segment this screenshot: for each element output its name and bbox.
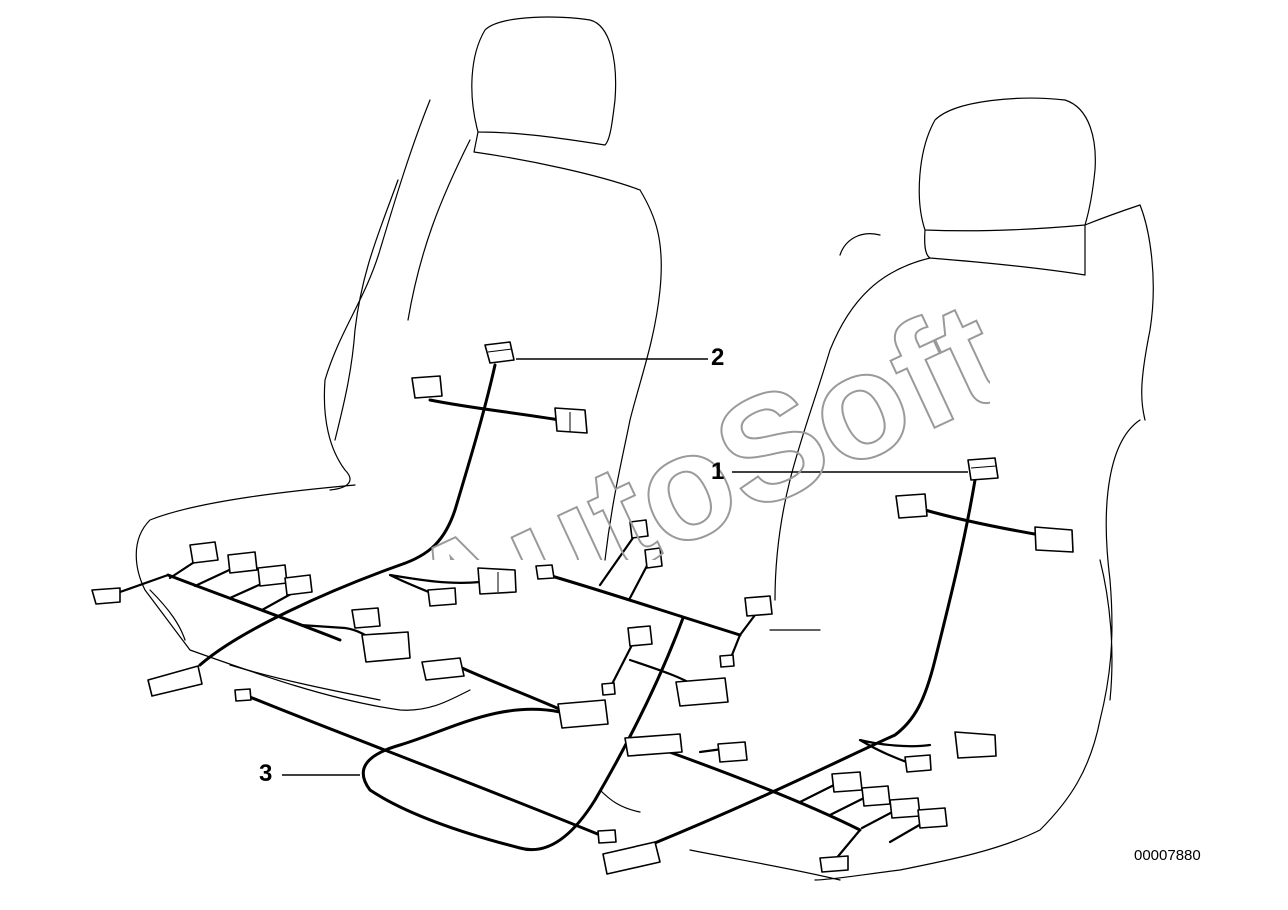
centre-harness <box>243 533 757 852</box>
connector <box>904 754 932 773</box>
connector <box>644 547 663 569</box>
connectors <box>91 341 1074 875</box>
connector <box>351 607 381 629</box>
left-seat-harness <box>118 363 562 667</box>
connector <box>889 797 921 819</box>
connector <box>257 564 288 587</box>
connector-1 <box>967 457 999 481</box>
connector <box>427 587 457 607</box>
connector <box>744 595 773 617</box>
left-seat-headrest <box>471 16 617 146</box>
connector <box>627 625 653 647</box>
connector <box>477 567 517 595</box>
connector <box>557 699 609 729</box>
connector <box>284 574 313 596</box>
left-seat-backrest <box>323 99 662 561</box>
connector <box>895 493 928 519</box>
connector <box>421 657 465 681</box>
left-seat-outline <box>135 16 821 813</box>
connector <box>861 785 891 807</box>
connector <box>234 688 252 702</box>
callout-2: 2 <box>711 344 725 371</box>
connector <box>917 807 948 829</box>
connector <box>554 407 588 434</box>
right-seat-headrest <box>918 97 1096 232</box>
right-seat-backrest <box>774 204 1154 601</box>
connector <box>91 587 121 605</box>
connector <box>954 731 997 759</box>
right-seat-harness <box>648 478 1042 862</box>
connector-2 <box>484 341 515 364</box>
connector <box>629 519 649 539</box>
connector <box>361 631 411 663</box>
connector <box>227 551 258 574</box>
connector <box>1034 526 1074 553</box>
connector <box>535 564 555 580</box>
connector <box>597 829 617 844</box>
connector <box>675 677 729 707</box>
connector <box>147 665 203 697</box>
leader-lines <box>282 358 968 776</box>
right-seat-outline <box>689 97 1154 881</box>
connector <box>717 741 748 763</box>
document-number: 00007880 <box>1134 847 1201 864</box>
connector <box>719 654 735 668</box>
connector <box>602 841 661 875</box>
connector <box>601 682 616 696</box>
connector <box>819 855 849 873</box>
connector <box>189 541 219 564</box>
right-seat-cushion <box>689 419 1141 881</box>
connector <box>831 771 863 793</box>
connector <box>411 375 443 399</box>
connector <box>624 733 683 757</box>
callout-1: 1 <box>711 458 725 485</box>
callout-3: 3 <box>259 760 273 787</box>
